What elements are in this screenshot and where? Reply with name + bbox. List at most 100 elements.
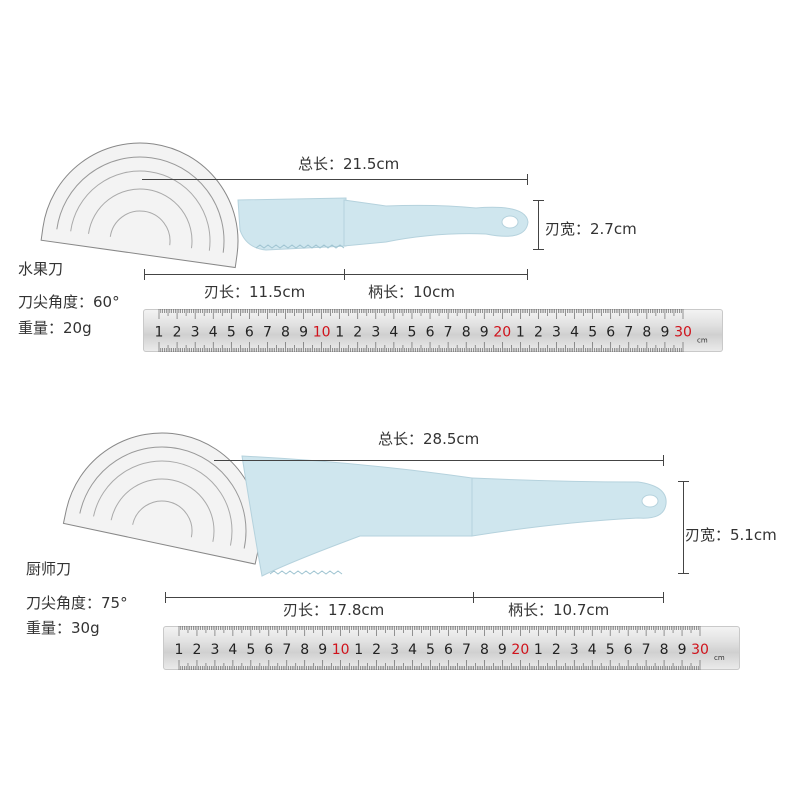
ruler-number: 30	[691, 642, 709, 658]
ruler-number: 5	[426, 642, 435, 658]
ruler-number: 30	[674, 325, 692, 341]
ruler-number: 2	[353, 325, 362, 341]
chef-total-length-line	[214, 460, 664, 461]
ruler-number: 4	[389, 325, 398, 341]
ruler-number: 1	[335, 325, 344, 341]
ruler-number: 3	[552, 325, 561, 341]
ruler-number: 6	[606, 325, 615, 341]
ruler-number: 3	[210, 642, 219, 658]
chef-weight: 重量：30g	[26, 619, 100, 637]
ruler-number: 8	[462, 325, 471, 341]
ruler-number: 3	[570, 642, 579, 658]
ruler-number: 9	[299, 325, 308, 341]
chef-knife-name: 厨师刀	[26, 560, 72, 578]
ruler-number: 2	[552, 642, 561, 658]
protractor-icon	[40, 142, 239, 269]
dim-tick	[678, 573, 689, 574]
ruler-number: 7	[444, 325, 453, 341]
dim-tick	[678, 481, 689, 482]
ruler-number: 1	[155, 325, 164, 341]
ruler-number: 9	[318, 642, 327, 658]
chef-blade-length: 刃长：17.8cm	[283, 601, 385, 619]
dim-tick	[144, 269, 145, 280]
ruler-number: 5	[606, 642, 615, 658]
dim-tick	[533, 249, 544, 250]
ruler-number: 1	[354, 642, 363, 658]
ruler-number: 3	[191, 325, 200, 341]
ruler-number: 7	[462, 642, 471, 658]
ruler-number: 5	[246, 642, 255, 658]
ruler-number: 5	[588, 325, 597, 341]
ruler-number: 9	[678, 642, 687, 658]
ruler-number: 6	[245, 325, 254, 341]
fruit-width-line	[538, 200, 539, 250]
ruler-number: 3	[390, 642, 399, 658]
ruler-number: 6	[426, 325, 435, 341]
dim-tick	[663, 592, 664, 603]
ruler-number: 5	[408, 325, 417, 341]
ruler-number: 2	[534, 325, 543, 341]
chef-tip-angle: 刀尖角度：75°	[26, 594, 128, 612]
fruit-length-line	[144, 274, 528, 275]
ruler-number: 5	[227, 325, 236, 341]
ruler-number: 7	[642, 642, 651, 658]
ruler-number: 7	[282, 642, 291, 658]
fruit-total-length-line	[142, 179, 528, 180]
dim-tick	[533, 200, 544, 201]
ruler-number: 10	[313, 325, 331, 341]
ruler-number: 9	[480, 325, 489, 341]
ruler-number: 7	[624, 325, 633, 341]
ruler-number: 8	[660, 642, 669, 658]
ruler-number: 1	[534, 642, 543, 658]
ruler-unit: cm	[714, 654, 725, 662]
ruler-number: 8	[281, 325, 290, 341]
ruler-number: 6	[624, 642, 633, 658]
dim-tick	[527, 269, 528, 280]
ruler-number: 4	[570, 325, 579, 341]
ruler-number: 7	[263, 325, 272, 341]
ruler-number: 4	[588, 642, 597, 658]
chef-knife-image	[241, 455, 667, 577]
ruler-number: 6	[264, 642, 273, 658]
fruit-tip-angle: 刀尖角度：60°	[18, 293, 120, 311]
ruler-number: 3	[371, 325, 380, 341]
chef-length-line	[165, 597, 664, 598]
chef-width-line	[683, 481, 684, 574]
ruler-number: 20	[493, 325, 511, 341]
ruler-number: 20	[511, 642, 529, 658]
chef-handle-length: 柄长：10.7cm	[508, 601, 610, 619]
fruit-total-length: 总长：21.5cm	[298, 155, 400, 173]
dim-tick	[344, 269, 345, 280]
dim-tick	[527, 174, 528, 185]
ruler-number: 1	[175, 642, 184, 658]
fruit-blade-length: 刃长：11.5cm	[204, 283, 306, 301]
ruler-number: 8	[642, 325, 651, 341]
ruler-number: 4	[408, 642, 417, 658]
ruler-number: 8	[480, 642, 489, 658]
ruler-number: 2	[173, 325, 182, 341]
ruler-number: 6	[444, 642, 453, 658]
protractor-icon	[62, 432, 261, 565]
fruit-knife-image	[237, 197, 529, 251]
ruler-number: 1	[516, 325, 525, 341]
fruit-weight: 重量：20g	[18, 319, 92, 337]
ruler-number: 10	[332, 642, 350, 658]
ruler-number: 9	[660, 325, 669, 341]
dim-tick	[165, 592, 166, 603]
dim-tick	[473, 592, 474, 603]
chef-total-length: 总长：28.5cm	[378, 430, 480, 448]
chef-blade-width: 刃宽：5.1cm	[685, 526, 777, 544]
fruit-blade-width: 刃宽：2.7cm	[545, 220, 637, 238]
ruler-number: 9	[498, 642, 507, 658]
ruler-unit: cm	[697, 337, 708, 345]
ruler-number: 2	[372, 642, 381, 658]
fruit-knife-name: 水果刀	[18, 260, 64, 278]
ruler-number: 8	[300, 642, 309, 658]
ruler-number: 4	[209, 325, 218, 341]
fruit-handle-length: 柄长：10cm	[368, 283, 455, 301]
dim-tick	[663, 455, 664, 466]
